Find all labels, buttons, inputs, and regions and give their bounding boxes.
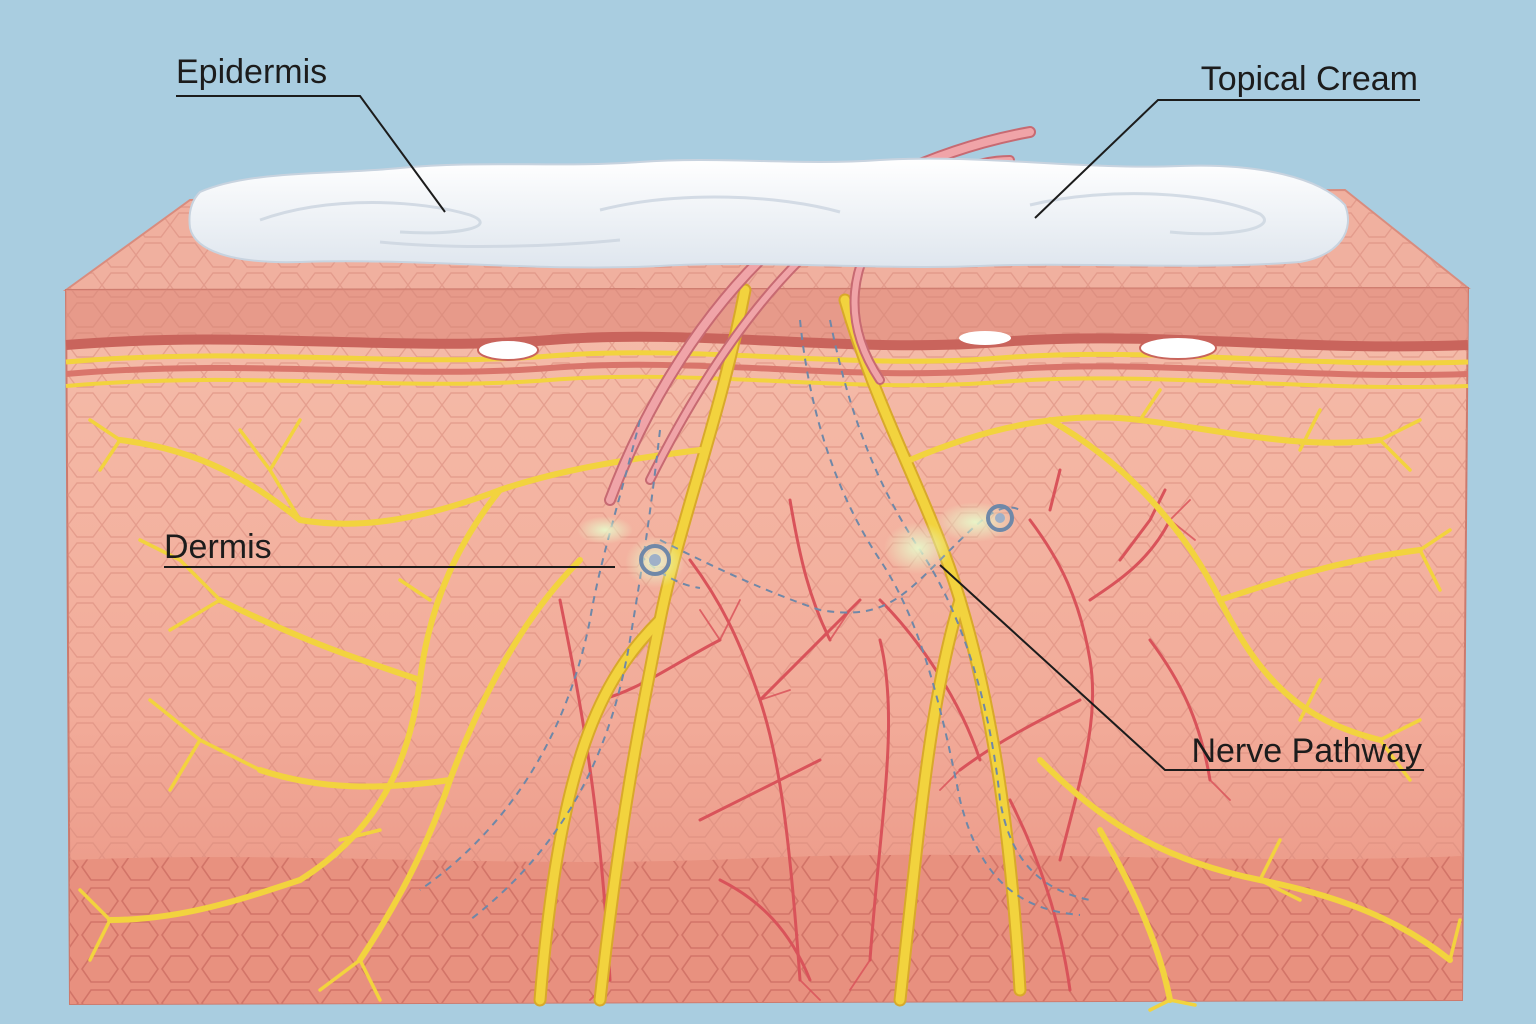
capillaries bbox=[589, 499, 1231, 1001]
stratum-basale-band bbox=[65, 331, 1469, 352]
nerve-receptor-icon bbox=[577, 516, 685, 588]
stratum-lower-band bbox=[65, 361, 1469, 379]
epidermis-cell-texture bbox=[66, 288, 1468, 347]
nerve-fiber-network bbox=[78, 283, 1462, 1012]
epidermis-callout-line bbox=[176, 95, 446, 213]
stratum-yellow-band bbox=[65, 350, 1469, 366]
cream-swirls bbox=[259, 192, 1266, 248]
subcutaneous-cell-texture bbox=[70, 854, 1462, 1004]
epidermis-label: Epidermis bbox=[176, 53, 327, 91]
dermis-label: Dermis bbox=[164, 528, 272, 566]
callout-lines bbox=[164, 95, 1424, 771]
nerve-pathway-label: Nerve Pathway bbox=[1191, 732, 1422, 770]
topical-cream-layer bbox=[188, 157, 1349, 269]
topical-cream-callout-line bbox=[1034, 99, 1420, 219]
nerve-receptor-icon bbox=[884, 502, 1015, 574]
cream-droplet bbox=[959, 331, 1011, 345]
cream-droplet bbox=[1139, 336, 1217, 360]
topical-cream-label: Topical Cream bbox=[1201, 60, 1418, 98]
cream-droplet bbox=[477, 339, 539, 361]
blood-vessel-network bbox=[558, 468, 1212, 992]
stratum-yellow-band-2 bbox=[65, 374, 1469, 390]
nerve-pathway-callout-line bbox=[939, 564, 1424, 771]
